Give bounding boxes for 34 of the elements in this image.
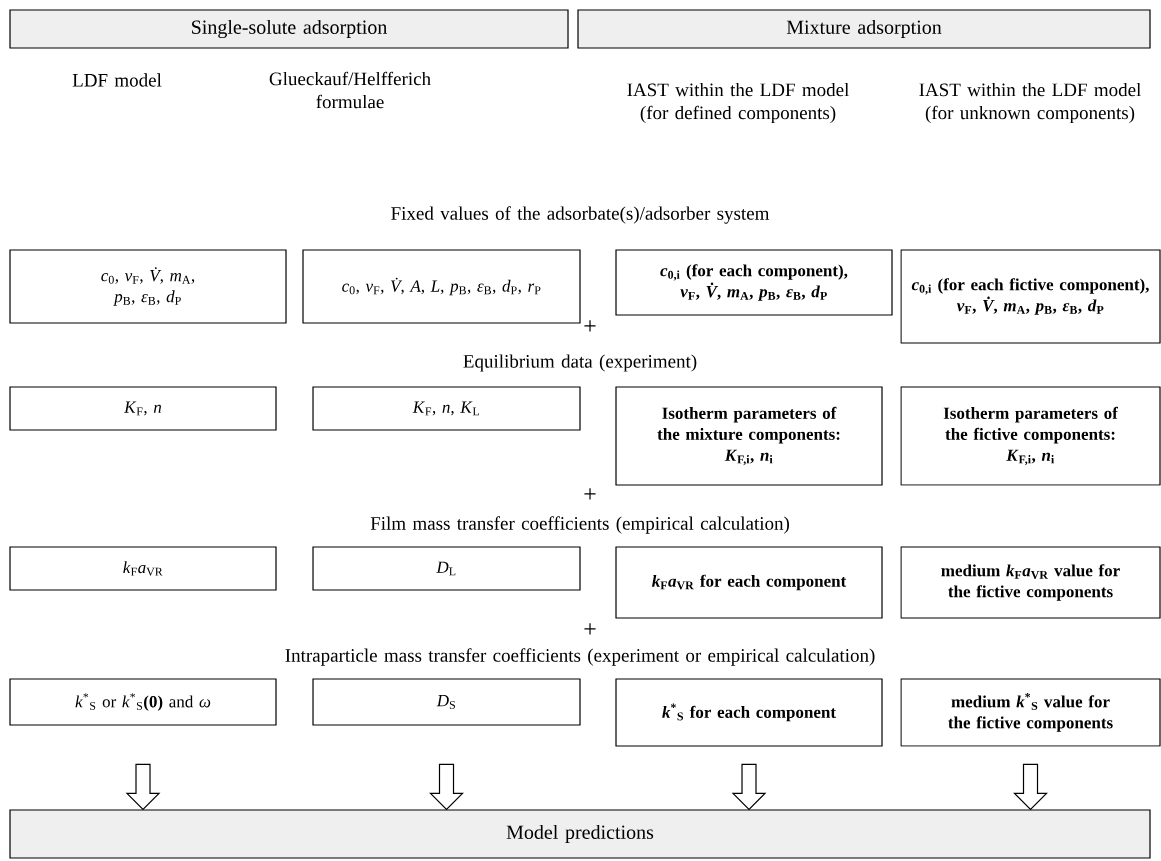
parameter-box: k$_{F}$a$_{VR}$ — [9, 546, 277, 591]
parameter-box: c$_{0}$, v$_{F}$, V̇, m$_{A}$, p$_{B}$, ε$_{B}$, d$_{P}$ — [9, 249, 287, 324]
plus-sign: + — [584, 623, 596, 635]
column-title: Glueckauf/Helfferich formulae — [269, 71, 431, 109]
row-heading: Film mass transfer coefficients (empirical calculation) — [370, 516, 790, 534]
row-heading: Equilibrium data (experiment) — [463, 354, 697, 372]
plus-sign: + — [584, 320, 596, 332]
hollow-arrow — [1013, 763, 1048, 811]
column-title: IAST within the LDF model (for defined components) — [627, 82, 849, 124]
hollow-arrow — [125, 763, 161, 811]
section-header-box: Model predictions — [9, 809, 1151, 859]
plus-sign: + — [584, 488, 596, 500]
hollow-arrow — [731, 763, 767, 811]
parameter-box: c$_{0}$, v$_{F}$, V̇, A, L, p$_{B}$, ε$_{B}$, d$_{P}$, r$_{P}$ — [302, 249, 581, 324]
parameter-box: K$_{F}$, n — [9, 386, 277, 431]
hollow-arrow — [429, 763, 464, 811]
parameter-box: k$^{*}$$_{S}$ for each component — [615, 678, 883, 747]
parameter-box: Isotherm parameters of the fictive components: K$_{F,i}$, n$_{i}$ — [900, 386, 1161, 486]
parameter-box: c$_{0,i}$ (for each fictive component), v$_{F}$, V̇, m$_{A}$, p$_{B}$, ε$_{B}$, d$_{P}$ — [900, 249, 1161, 344]
parameter-box: medium k$_{F}$a$_{VR}$ value for the fictive components — [900, 546, 1161, 619]
parameter-box: k$_{F}$a$_{VR}$ for each component — [615, 546, 883, 619]
parameter-box: c$_{0,i}$ (for each component), v$_{F}$, V̇, m$_{A}$, p$_{B}$, ε$_{B}$, d$_{P}$ — [615, 249, 893, 316]
parameter-box: D$_{L}$ — [312, 546, 581, 591]
parameter-box: Isotherm parameters of the mixture components: K$_{F,i}$, n$_{i}$ — [615, 386, 883, 486]
parameter-box: medium k$^{*}$$_{S}$ value for the fictive components — [900, 678, 1161, 747]
column-title: IAST within the LDF model (for unknown components) — [919, 82, 1141, 124]
section-header-box: Mixture adsorption — [577, 9, 1151, 49]
section-header-box: Single-solute adsorption — [9, 9, 569, 49]
row-heading: Fixed values of the adsorbate(s)/adsorber system — [391, 206, 770, 224]
parameter-box: K$_{F}$, n, K$_{L}$ — [312, 386, 581, 431]
parameter-box: k$^{*}$$_{S}$ or k$^{*}$$_{S}$(0) and ω — [9, 678, 277, 726]
parameter-box: D$_{S}$ — [312, 678, 581, 726]
row-heading: Intraparticle mass transfer coefficients (experiment or empirical calculation) — [285, 648, 875, 666]
column-title: LDF model — [72, 73, 162, 87]
